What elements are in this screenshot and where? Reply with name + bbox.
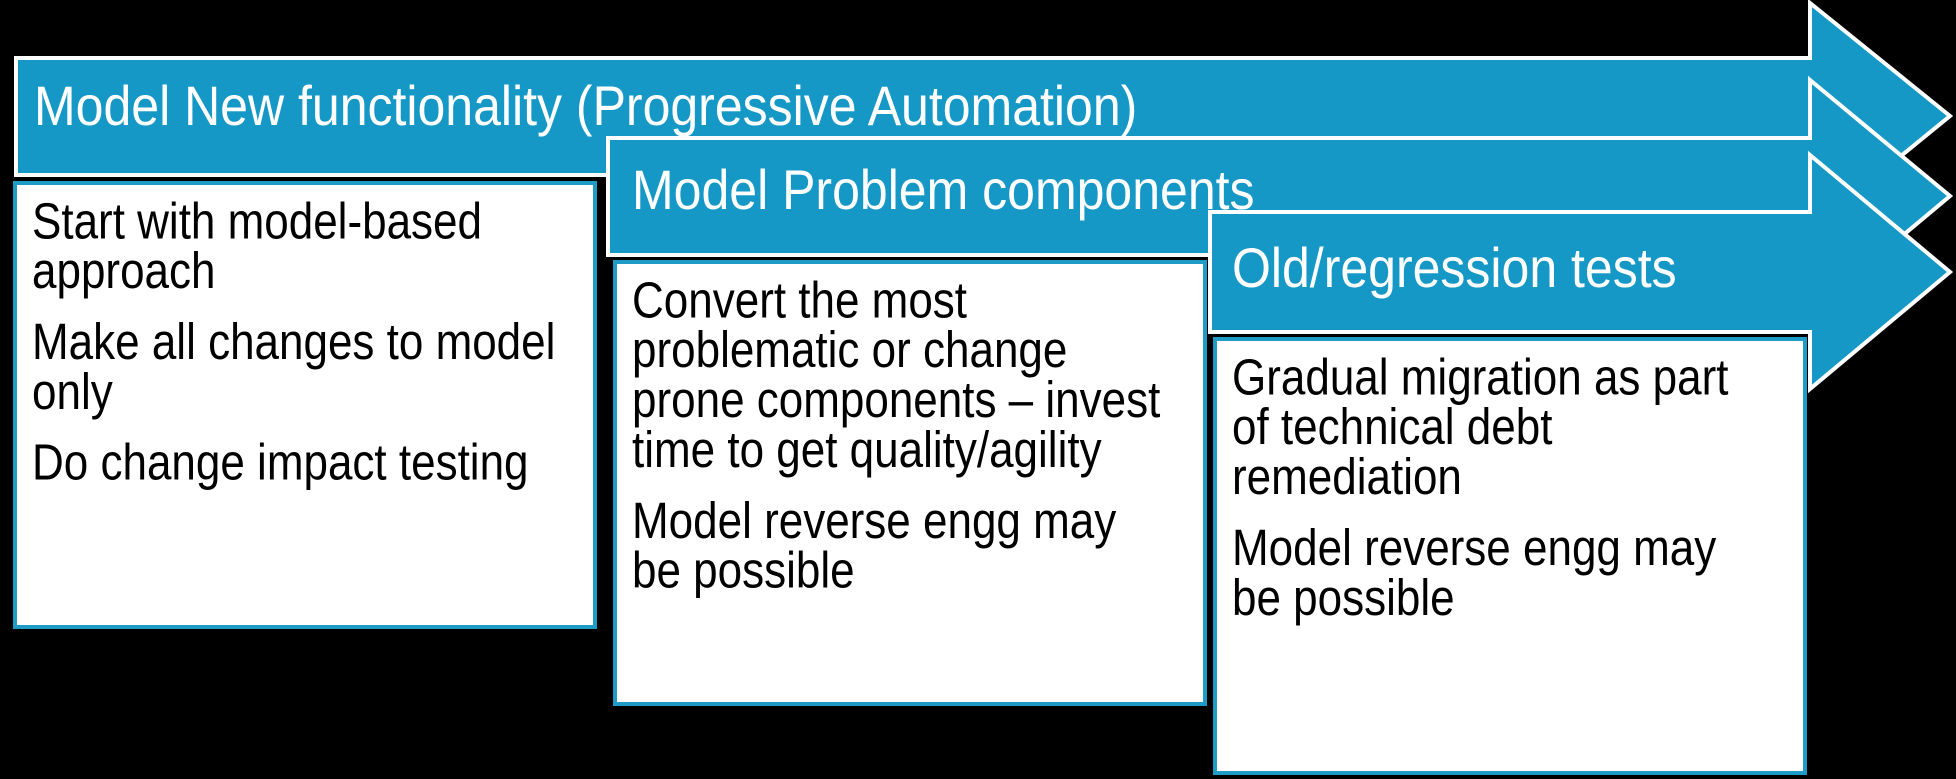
step1-details-box: Start with model-based approach Make all…: [13, 181, 597, 629]
step2-bullet-1: Convert the most problematic or change p…: [632, 272, 1161, 479]
step3-details-box: Gradual migration as part of technical d…: [1213, 337, 1807, 775]
step3-bullet-2: Model reverse engg may be possible: [1232, 519, 1717, 627]
step2-banner-title: Model Problem components: [632, 158, 1255, 222]
step2-details-box: Convert the most problematic or change p…: [613, 260, 1207, 706]
step3-banner-title: Old/regression tests: [1232, 236, 1677, 300]
step1-bullet-2: Make all changes to model only: [32, 313, 556, 421]
step1-details-content: Start with model-based approach Make all…: [17, 185, 593, 488]
arrow-step-3-icon: [1208, 150, 1954, 394]
step1-banner-title: Model New functionality (Progressive Aut…: [34, 74, 1138, 138]
step2-bullet-2: Model reverse engg may be possible: [632, 492, 1117, 600]
step1-bullet-1: Start with model-based approach: [32, 193, 482, 300]
step1-bullet-3: Do change impact testing: [32, 434, 529, 492]
step3-bullet-1: Gradual migration as part of technical d…: [1232, 349, 1729, 506]
step3-details-content: Gradual migration as part of technical d…: [1217, 341, 1803, 623]
step2-details-content: Convert the most problematic or change p…: [617, 264, 1203, 596]
